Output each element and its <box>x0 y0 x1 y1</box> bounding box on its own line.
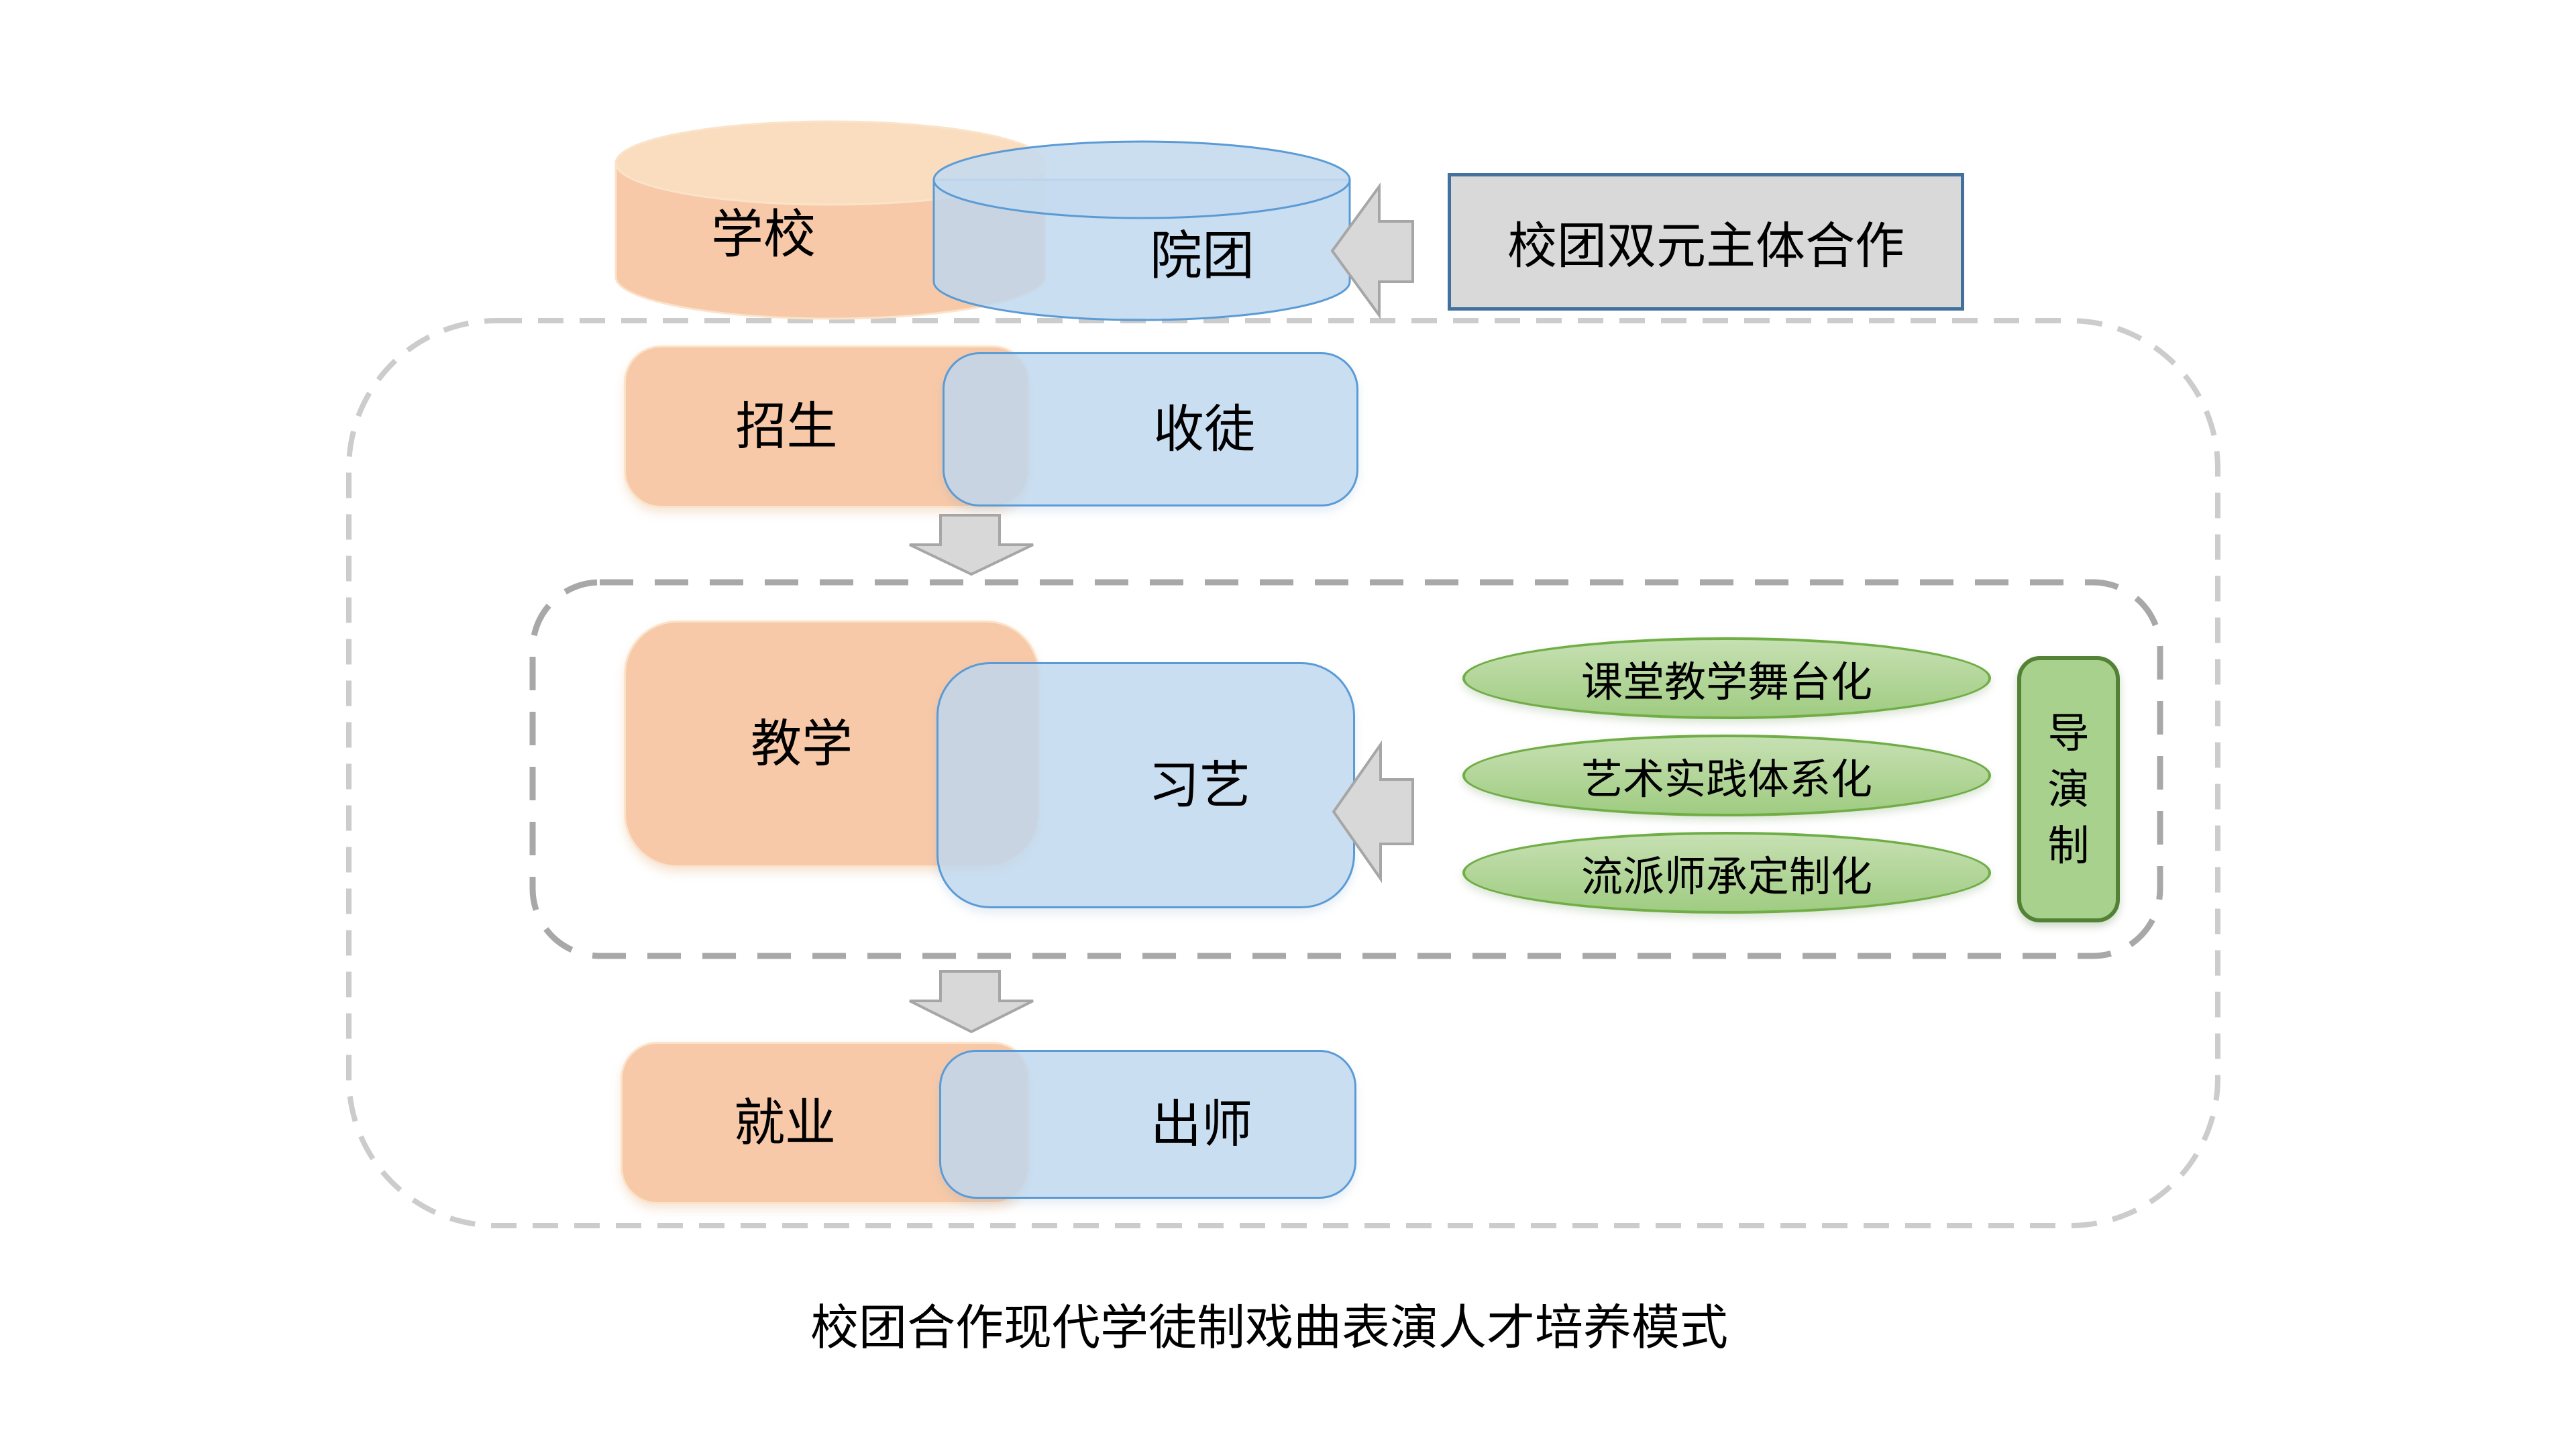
employ-troupe-label: 出师 <box>1150 1094 1252 1154</box>
cooperation-label: 校团双元主体合作 <box>1507 217 1904 275</box>
teach-troupe-label: 习艺 <box>1148 755 1250 815</box>
method-label-classroom: 课堂教学舞台化 <box>1580 657 1872 706</box>
down-arrow-icon <box>909 970 1034 1034</box>
teach-troupe-box: 习艺 <box>936 662 1355 908</box>
teach-school-label: 教学 <box>751 714 853 773</box>
troupe-cylinder-cap <box>932 140 1351 219</box>
director-system-box: 导 演 制 <box>2017 656 2120 922</box>
director-char-1: 导 <box>2047 708 2090 757</box>
method-oval-mentorship: 流派师承定制化 <box>1462 832 1991 914</box>
director-char-3: 制 <box>2047 820 2090 870</box>
down-arrow-icon <box>909 514 1034 576</box>
employ-troupe-box: 出师 <box>939 1050 1356 1199</box>
recruit-school-label: 招生 <box>735 396 838 456</box>
diagram-caption: 校团合作现代学徒制戏曲表演人才培养模式 <box>810 1299 1728 1356</box>
cooperation-callout: 校团双元主体合作 <box>1448 173 1964 311</box>
school-cylinder-cap <box>614 120 1046 206</box>
employ-school-label: 就业 <box>734 1093 836 1152</box>
method-oval-classroom: 课堂教学舞台化 <box>1462 637 1991 719</box>
method-label-mentorship: 流派师承定制化 <box>1580 852 1872 901</box>
troupe-label: 院团 <box>1149 226 1254 286</box>
left-arrow-icon <box>1330 182 1414 320</box>
director-char-2: 演 <box>2047 764 2090 814</box>
method-label-practice: 艺术实践体系化 <box>1580 755 1872 804</box>
school-label: 学校 <box>710 205 816 265</box>
method-oval-practice: 艺术实践体系化 <box>1462 735 1991 816</box>
recruit-troupe-label: 收徒 <box>1153 399 1255 459</box>
recruit-troupe-box: 收徒 <box>943 352 1358 506</box>
